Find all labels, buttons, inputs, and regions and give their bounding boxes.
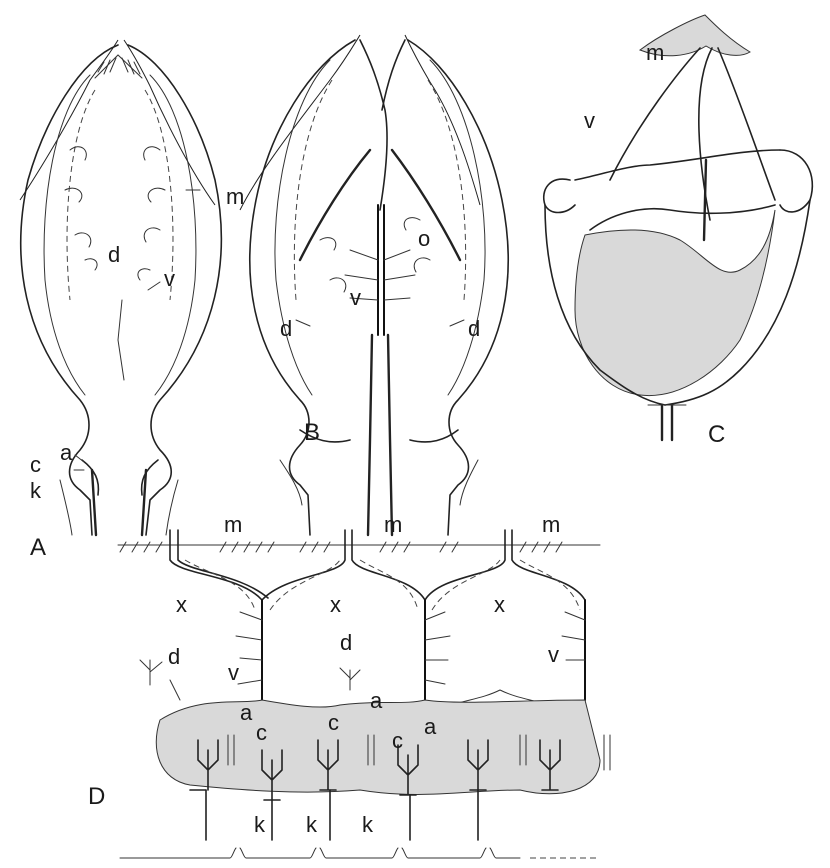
panel-a: m d v a c k A	[20, 40, 244, 561]
panel-d-label-c1: c	[256, 720, 267, 745]
panel-b-letter: B	[304, 419, 320, 446]
panel-d-label-a2: a	[370, 688, 383, 713]
panel-d-label-x2: x	[330, 592, 341, 617]
panel-a-label-m: m	[226, 184, 244, 209]
panel-b-label-o: o	[418, 226, 430, 251]
panel-d-label-c2: c	[328, 710, 339, 735]
panel-b-label-d-left: d	[280, 316, 292, 341]
panel-d-label-d1: d	[168, 644, 180, 669]
panel-d-label-m1: m	[224, 512, 242, 537]
panel-a-label-c: c	[30, 452, 41, 477]
panel-d-label-m2: m	[384, 512, 402, 537]
panel-c-label-m: m	[646, 40, 664, 65]
panel-a-label-v: v	[164, 266, 175, 291]
panel-d-letter: D	[88, 783, 105, 810]
panel-b-label-v: v	[350, 285, 361, 310]
panel-c: m v C	[544, 15, 813, 448]
panel-d-label-a3: a	[424, 714, 437, 739]
panel-d-label-k3: k	[362, 812, 374, 837]
panel-a-label-a: a	[60, 440, 73, 465]
panel-b-label-d-right: d	[468, 316, 480, 341]
panel-b: o d d v B	[240, 35, 508, 535]
panel-d-label-a1: a	[240, 700, 253, 725]
panel-c-letter: C	[708, 421, 725, 448]
panel-d-label-x1: x	[176, 592, 187, 617]
panel-a-letter: A	[30, 534, 46, 561]
panel-d-label-v1: v	[228, 660, 239, 685]
panel-d-label-x3: x	[494, 592, 505, 617]
panel-d-label-c3: c	[392, 728, 403, 753]
panel-a-label-k: k	[30, 478, 42, 503]
panel-d: m m m x x x d d v v a a a c c c k k k D	[88, 512, 610, 858]
panel-c-label-v: v	[584, 108, 595, 133]
panel-d-label-d2: d	[340, 630, 352, 655]
panel-a-label-d: d	[108, 242, 120, 267]
panel-d-label-v2: v	[548, 642, 559, 667]
panel-d-label-k2: k	[306, 812, 318, 837]
panel-d-label-m3: m	[542, 512, 560, 537]
panel-d-label-k1: k	[254, 812, 266, 837]
